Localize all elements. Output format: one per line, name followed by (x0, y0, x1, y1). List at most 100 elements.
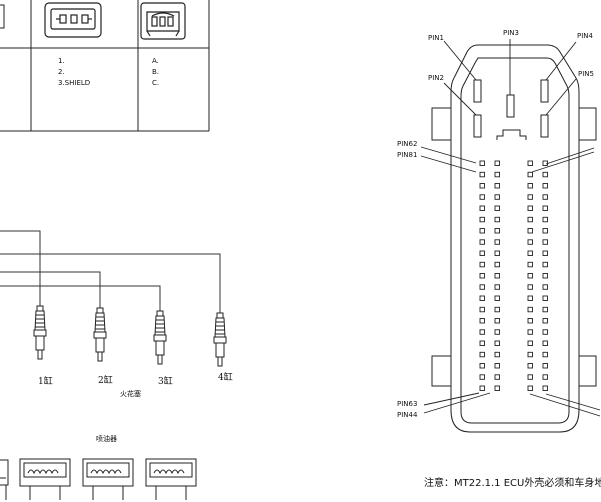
ecu-pin (527, 160, 533, 166)
ecu-pin (542, 340, 548, 346)
ecu-pin (542, 318, 548, 324)
ecu-pin (479, 329, 485, 335)
ecu-pin (527, 273, 533, 279)
ecu-pin (527, 306, 533, 313)
ecu-pin (479, 228, 485, 234)
ecu-pin (479, 385, 485, 391)
ecu-pin (494, 306, 500, 313)
ecu-pin (542, 385, 548, 391)
ecu-pin (542, 205, 548, 211)
ecu-pin (542, 250, 548, 256)
ecu-pin (527, 295, 533, 301)
ecu-pin (494, 171, 500, 178)
ecu-pin (542, 295, 548, 301)
ecu-pin (479, 273, 485, 279)
connector-pin-list: 1. 2. 3.SHIELD A. B. C. (58, 57, 159, 87)
cylinder-label: 4缸 (218, 371, 233, 383)
ecu-pin (527, 194, 533, 200)
connector-table (0, 0, 210, 132)
ecu-pin (479, 171, 485, 178)
ecu-pin (542, 171, 548, 178)
ecu-pin (527, 261, 533, 268)
injector-icon (145, 458, 197, 500)
ecu-pin (494, 340, 500, 346)
ecu-pin (542, 261, 548, 268)
ecu-pin (479, 250, 485, 256)
ecu-pin (542, 351, 548, 358)
ecu-pin (494, 183, 500, 189)
ecu-pin (479, 363, 485, 369)
ecu-pin (527, 171, 533, 178)
ecu-pin (527, 205, 533, 211)
ecu-pin (494, 239, 500, 245)
spark-plug-caption: 火花塞 (120, 389, 141, 398)
ecu-pin (479, 306, 485, 313)
injector-caption: 喷油器 (96, 434, 117, 443)
ecu-pin (527, 228, 533, 234)
ecu-pin (494, 273, 500, 279)
ecu-pin (542, 239, 548, 245)
pin-list-item: C. (152, 79, 159, 87)
ecu-pin (542, 160, 548, 166)
ecu-pin (479, 160, 485, 166)
ecu-pin (542, 363, 548, 369)
ecu-pin-grid (479, 160, 548, 391)
ecu-pin (494, 205, 500, 211)
ecu-pin (527, 183, 533, 189)
ecu-pin (527, 385, 533, 391)
ecu-pin (479, 340, 485, 346)
pin-list-item: 1. (58, 57, 65, 65)
ecu-pin (479, 183, 485, 189)
ecu-pin (527, 329, 533, 335)
ecu-pin (542, 306, 548, 313)
spark-plug-icon (33, 305, 47, 360)
pin-list-item: 3.SHIELD (58, 79, 90, 87)
pin-label: PIN2 (428, 74, 444, 82)
ecu-pin (542, 194, 548, 200)
cylinder-label: 1缸 (38, 375, 53, 387)
ecu-pin (494, 228, 500, 234)
cylinder-label: 2缸 (98, 374, 113, 386)
ecu-pin (494, 160, 500, 166)
ecu-connector (431, 44, 597, 433)
injectors (0, 458, 197, 500)
ecu-pin (479, 284, 485, 290)
pin-list-item: 2. (58, 68, 65, 76)
ecu-pin (494, 250, 500, 256)
ecu-pin (527, 239, 533, 245)
injector-icon (19, 458, 71, 500)
spark-plug-icon (93, 307, 107, 362)
ecu-pin (494, 351, 500, 358)
ecu-pin (494, 318, 500, 324)
ecu-pin (527, 250, 533, 256)
ecu-pin (527, 318, 533, 324)
spark-plug-icon (153, 310, 167, 365)
ecu-pin (479, 374, 485, 380)
ecu-pin (479, 318, 485, 324)
ecu-pin (542, 329, 548, 335)
ecu-pin (527, 216, 533, 223)
ecu-pin (479, 194, 485, 200)
ecu-pin (494, 374, 500, 380)
ecu-pin (479, 261, 485, 268)
injector-icon (82, 458, 134, 500)
ecu-pin (479, 239, 485, 245)
ecu-pin (527, 374, 533, 380)
ecu-pin (527, 284, 533, 290)
ecu-pin-labels: PIN1 PIN3 PIN4 PIN2 PIN5 PIN62 PIN81 PIN… (397, 29, 594, 419)
pin-leader-lines (420, 39, 601, 417)
ecu-ground-note: 注意：MT22.1.1 ECU外壳必须和车身地良好接触 (424, 476, 601, 489)
pin-list-item: B. (152, 68, 159, 76)
ecu-pin (494, 385, 500, 391)
ecu-pin (542, 216, 548, 223)
pin-label: PIN3 (503, 29, 519, 37)
abc-sensor-connector-icon (140, 2, 186, 40)
pin-label: PIN4 (577, 32, 594, 40)
ignition-wires (0, 230, 221, 313)
pin-label: PIN5 (578, 70, 594, 78)
ecu-pin (527, 351, 533, 358)
pin-label: PIN81 (397, 151, 417, 159)
ecu-pin (527, 340, 533, 346)
ecu-pin (542, 228, 548, 234)
ecu-pin (494, 194, 500, 200)
